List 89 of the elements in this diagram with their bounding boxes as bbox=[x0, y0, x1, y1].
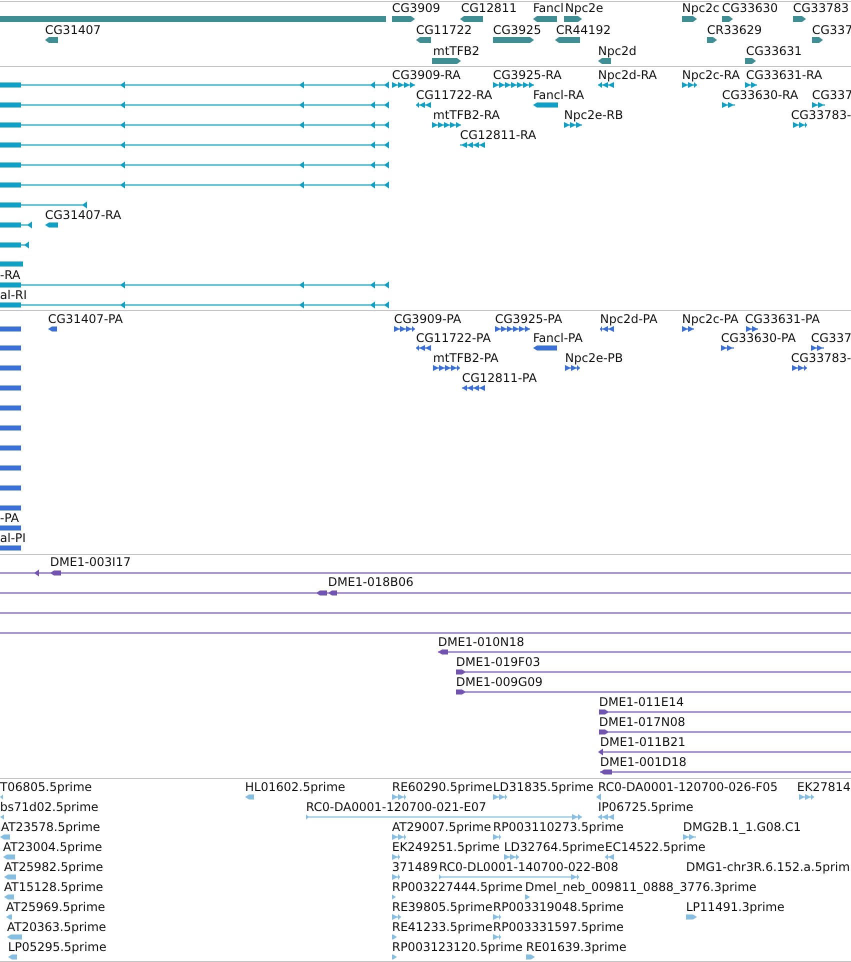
feature-label: CG33783 bbox=[793, 2, 849, 14]
feature-label: RP003227444.5prime bbox=[392, 880, 523, 894]
feature-label: AT20363.5prime bbox=[7, 920, 106, 934]
feature-label: EK249251.5prime bbox=[392, 840, 500, 854]
feature-label: Npc2e bbox=[565, 2, 604, 14]
feature-label: -RA bbox=[0, 268, 20, 282]
feature-label: CG337 bbox=[811, 332, 851, 344]
feature-label: DME1-010N18 bbox=[438, 636, 524, 648]
feature-label: CG3909-RA bbox=[392, 68, 461, 82]
feature-label: LP11491.3prime bbox=[686, 900, 785, 914]
feature-label: RE39805.5prime bbox=[392, 900, 492, 914]
feature-label: CG33631-PA bbox=[745, 312, 820, 326]
feature-label: Npc2e-RB bbox=[564, 108, 624, 122]
feature-label: RE41233.5prime bbox=[392, 920, 492, 934]
feature-label: RC0-DL0001-140700-022-B08 bbox=[439, 860, 618, 874]
feature-label: CG11722-PA bbox=[416, 332, 491, 344]
feature-label: CR44192 bbox=[556, 24, 611, 36]
feature-label: RP003110273.5prime bbox=[493, 820, 624, 834]
feature-label: DME1-018B06 bbox=[328, 576, 414, 588]
feature-label: CG33631-RA bbox=[746, 68, 822, 82]
feature-label: CG3925-PA bbox=[495, 312, 562, 326]
feature-label: DME1-009G09 bbox=[456, 676, 543, 688]
feature-label: 371489 bbox=[392, 860, 438, 874]
feature-label: DMG2B.1_1.G08.C1 bbox=[683, 820, 802, 834]
feature-label: LD31835.5prime bbox=[493, 780, 594, 794]
feature-label: CG31407-RA bbox=[45, 208, 122, 222]
feature-label: Dmel_neb_009811_0888_3776.3prime bbox=[525, 880, 757, 894]
feature-label: Npc2c-RA bbox=[682, 68, 740, 82]
feature-label: AT25969.5prime bbox=[6, 900, 106, 914]
feature-label: DME1-011E14 bbox=[599, 696, 684, 708]
feature-label: AT25982.5prime bbox=[4, 860, 104, 874]
feature-label: RP003331597.5prime bbox=[493, 920, 624, 934]
feature-label: CG33631 bbox=[746, 44, 802, 58]
feature-label: EC14522.5prime bbox=[605, 840, 706, 854]
feature-label: mtTFB2 bbox=[433, 44, 480, 58]
feature-label: CG33630 bbox=[722, 2, 778, 14]
feature-label: RP003319048.5prime bbox=[493, 900, 624, 914]
feature-label: DMG1-chr3R.6.152.a.5prim bbox=[686, 860, 850, 874]
feature-label: AT23004.5prime bbox=[3, 840, 102, 854]
feature-label: CG31407 bbox=[45, 24, 101, 36]
feature-label: HL01602.5prime bbox=[245, 780, 346, 794]
feature-label: -PA bbox=[0, 512, 20, 524]
feature-label: CG3925 bbox=[493, 24, 542, 36]
feature-label: Fancl bbox=[533, 2, 564, 14]
feature-label: DME1-017N08 bbox=[599, 716, 686, 728]
feature-label: CG12811-PA bbox=[462, 372, 537, 384]
feature-label: RE01639.3prime bbox=[526, 940, 626, 954]
feature-label: CG33783- bbox=[791, 108, 851, 122]
feature-label: RC0-DA0001-120700-026-F05 bbox=[598, 780, 778, 794]
feature-label: bs71d02.5prime bbox=[0, 800, 98, 814]
feature-label: LP05295.5prime bbox=[8, 940, 107, 954]
feature-label: al-RI bbox=[0, 288, 27, 302]
feature-label: Npc2e-PB bbox=[565, 352, 624, 364]
feature-label: Npc2d bbox=[598, 44, 636, 58]
feature-label: CR33629 bbox=[707, 24, 762, 36]
feature-label: RP003123120.5prime bbox=[392, 940, 523, 954]
feature-label: Npc2d-PA bbox=[600, 312, 658, 326]
feature-label: IP06725.5prime bbox=[598, 800, 694, 814]
feature-label: RE60290.5prime bbox=[392, 780, 492, 794]
feature-label: DME1-019F03 bbox=[456, 656, 540, 668]
feature-label: mtTFB2-RA bbox=[433, 108, 500, 122]
feature-label: al-PI bbox=[0, 532, 26, 544]
feature-label: CG33630-RA bbox=[722, 88, 798, 102]
feature-label: CG31407-PA bbox=[48, 312, 123, 326]
feature-label: CG3909-PA bbox=[394, 312, 462, 326]
feature-label: AT29007.5prime bbox=[392, 820, 492, 834]
feature-label: Fancl-PA bbox=[533, 332, 583, 344]
feature-label: Npc2c bbox=[682, 2, 720, 14]
feature-label: AT23578.5prime bbox=[1, 820, 100, 834]
feature-label: mtTFB2-PA bbox=[433, 352, 499, 364]
feature-label: DME1-011B21 bbox=[600, 736, 686, 748]
feature-label: CG11722 bbox=[416, 24, 472, 36]
feature-label: T06805.5prime bbox=[0, 780, 92, 794]
feature-label: LD32764.5prime bbox=[504, 840, 605, 854]
feature-label: CG3909 bbox=[392, 2, 440, 14]
feature-label: CG33783- bbox=[791, 352, 851, 364]
feature-label: CG12811-RA bbox=[460, 128, 536, 142]
feature-label: DME1-001D18 bbox=[600, 756, 687, 768]
feature-label: CG12811 bbox=[461, 2, 517, 14]
feature-label: DME1-003I17 bbox=[50, 556, 131, 568]
feature-label: Npc2c-PA bbox=[682, 312, 738, 326]
feature-label: CG3925-RA bbox=[493, 68, 562, 82]
feature-label: Npc2d-RA bbox=[598, 68, 657, 82]
feature-label: CG33630-PA bbox=[721, 332, 796, 344]
feature-label: Fancl-RA bbox=[533, 88, 584, 102]
feature-label: EK27814 bbox=[797, 780, 851, 794]
feature-label: CG11722-RA bbox=[416, 88, 492, 102]
feature-label: AT15128.5prime bbox=[4, 880, 104, 894]
feature-label: RC0-DA0001-120700-021-E07 bbox=[306, 800, 486, 814]
